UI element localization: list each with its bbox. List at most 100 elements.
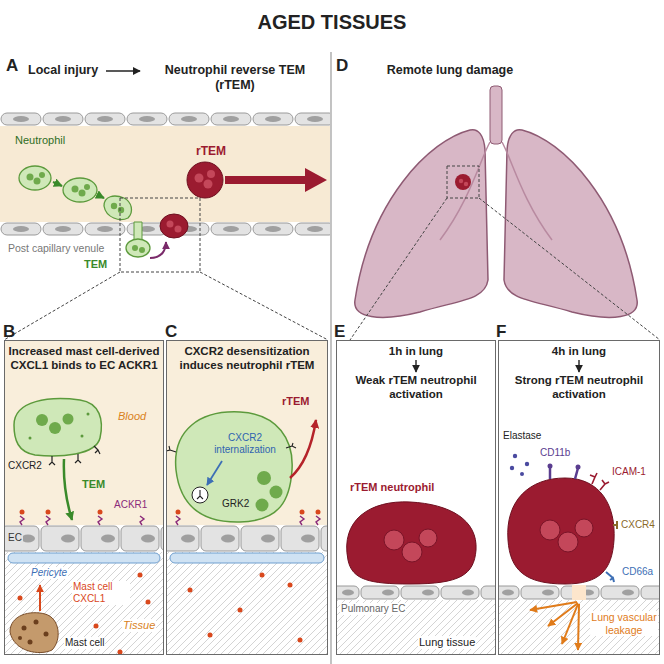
neutrophil-c <box>166 412 316 522</box>
panel-f-background <box>578 360 579 372</box>
cxcl1-dot <box>176 510 181 515</box>
lungs <box>490 86 502 144</box>
neutrophils-lumen <box>104 196 131 219</box>
rtem-neutrophil <box>575 519 593 537</box>
marker-label: CXCR4 <box>621 519 655 531</box>
rtem-neutrophil <box>347 502 476 584</box>
venule <box>0 126 330 222</box>
leakage-arrows <box>578 604 579 650</box>
ackr1-receptor <box>176 516 180 525</box>
surface-markers <box>520 472 524 476</box>
neutrophils-lumen <box>132 245 138 251</box>
neutrophil-b <box>87 413 90 416</box>
lungs <box>455 174 471 190</box>
panel-f-background <box>498 600 660 655</box>
cell-label: Neutrophil <box>14 134 66 147</box>
neutrophil-b <box>14 399 101 456</box>
panel-box: BIncreased mast cell-derived CXCL1 binds… <box>4 340 164 655</box>
neutrophils-lumen <box>118 207 124 213</box>
rtem-neutrophil <box>167 221 174 228</box>
panel-b-background <box>4 340 164 525</box>
neutrophil-c <box>286 443 296 448</box>
cxcl1-dot <box>94 624 99 629</box>
panel-e-background <box>415 360 416 372</box>
surface-markers <box>510 454 618 582</box>
ackr1-receptor <box>20 516 144 525</box>
neutrophils-lumen <box>139 247 145 253</box>
zoom-lines <box>350 198 447 340</box>
panel-e-background <box>336 585 496 600</box>
panel-f-background <box>572 585 586 600</box>
panel-letter: B <box>3 322 15 342</box>
neutrophil-b <box>36 414 48 426</box>
panel-c-background <box>166 340 328 525</box>
cxcl1-dot <box>46 510 51 515</box>
lungs <box>459 179 463 183</box>
surface-markers <box>606 572 614 582</box>
surface-markers <box>576 465 581 470</box>
neutrophil-b <box>63 414 74 425</box>
zoom-lines <box>4 272 120 340</box>
kinase-label: GRK2 <box>222 498 249 510</box>
rtem-neutrophil <box>150 162 327 258</box>
panel-heading: Increased mast cell-derived CXCL1 binds … <box>8 345 160 373</box>
ackr1-receptor <box>20 516 24 525</box>
panel-box: E1h in lungWeak rTEM neutrophil activati… <box>336 340 496 655</box>
mast-cell <box>10 613 58 653</box>
ackr1-receptor <box>316 516 320 525</box>
figure-title: AGED TISSUES <box>0 10 664 34</box>
heading-text: Local injury <box>28 63 98 78</box>
ackr1-receptor <box>300 516 304 525</box>
neutrophil-c <box>257 471 271 485</box>
marker-label: Elastase <box>503 430 541 442</box>
neutrophils-lumen <box>134 222 142 240</box>
cxcl1-dot <box>118 650 123 655</box>
mast-cell <box>22 626 27 631</box>
panel-c-background <box>166 525 328 552</box>
panel-e-background <box>336 340 496 655</box>
zoom-lines <box>350 198 660 340</box>
surface-markers <box>600 480 609 490</box>
panel-heading: CXCR2 desensitization induces neutrophil… <box>170 345 324 373</box>
cell-label: Pericyte <box>30 567 68 579</box>
panel-c-background <box>166 552 328 655</box>
surface-markers <box>549 467 552 479</box>
mast-cell <box>44 632 49 637</box>
panel-f-background <box>498 340 660 585</box>
cell-label: rTEM neutrophil <box>350 481 434 494</box>
neutrophil-c <box>192 487 208 503</box>
neutrophils-lumen <box>111 203 117 209</box>
rtem-neutrophil <box>384 530 404 550</box>
leakage-arrows <box>562 604 578 644</box>
panel-f-background <box>498 340 660 655</box>
rtem-neutrophil <box>402 542 422 562</box>
ackr1-receptor <box>46 516 50 525</box>
heading-text: Neutrophil reverse TEM (rTEM) <box>146 63 324 93</box>
panel-heading: Weak rTEM neutrophil activation <box>340 374 492 402</box>
neutrophils-lumen <box>63 178 97 202</box>
lungs <box>440 142 552 240</box>
tem-arrow <box>64 459 72 520</box>
rtem-neutrophil <box>540 520 560 540</box>
neutrophil-c <box>256 499 269 512</box>
neutrophils-lumen <box>72 186 79 193</box>
surface-markers <box>548 464 553 469</box>
marker-label: CD66a <box>622 566 653 578</box>
cxcl1-dot <box>260 573 265 578</box>
neutrophil-c <box>270 486 283 499</box>
mast-cell <box>10 585 58 653</box>
rtem-neutrophil <box>195 174 204 183</box>
mast-cell <box>28 640 33 645</box>
neutrophil-c <box>207 461 222 485</box>
neutrophil-b <box>81 435 84 438</box>
mast-cell <box>34 620 39 625</box>
rtem-neutrophil <box>419 529 437 547</box>
neutrophil-c <box>176 412 293 522</box>
zoom-lines <box>479 198 660 340</box>
cxcr2-receptor <box>49 446 100 465</box>
neutrophil-b <box>29 437 32 440</box>
cell-label: Mast cell <box>64 637 105 649</box>
heading-text: Remote lung damage <box>380 63 520 78</box>
lungs <box>504 130 637 318</box>
